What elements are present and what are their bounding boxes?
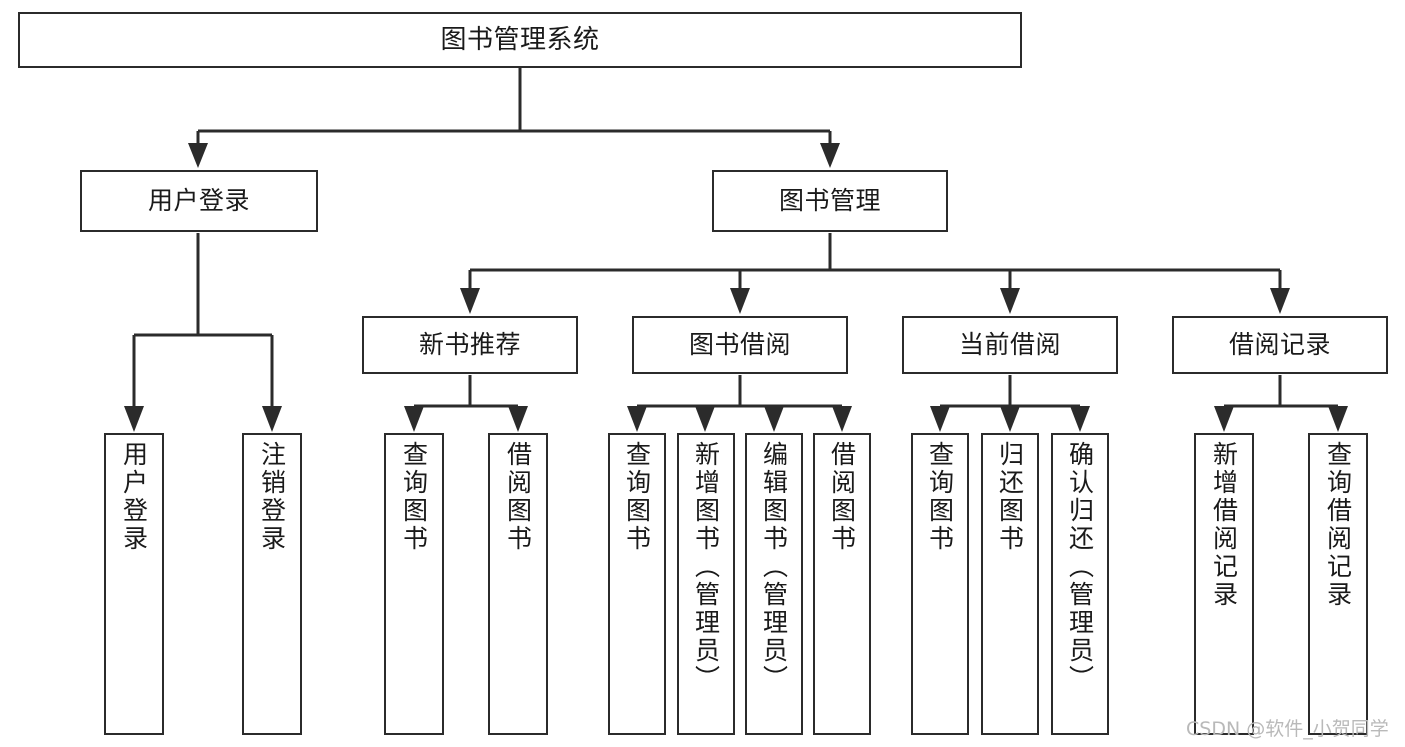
- leaf-cb-confirm-return-admin[interactable]: 确认归还（管理员）: [1051, 433, 1109, 735]
- leaf-bb-edit-book-admin-label: 编辑图书（管理员）: [759, 441, 789, 693]
- node-current-borrow-label: 当前借阅: [958, 330, 1061, 360]
- leaf-logout-label: 注销登录: [257, 441, 287, 553]
- leaf-nb-borrow-book[interactable]: 借阅图书: [488, 433, 548, 735]
- node-current-borrow[interactable]: 当前借阅: [902, 316, 1118, 374]
- node-user-login-label: 用户登录: [147, 186, 250, 216]
- leaf-cb-return-book[interactable]: 归还图书: [981, 433, 1039, 735]
- node-borrow-record-label: 借阅记录: [1228, 330, 1331, 360]
- leaf-user-login[interactable]: 用户登录: [104, 433, 164, 735]
- leaf-nb-query-book[interactable]: 查询图书: [384, 433, 444, 735]
- node-root-book-management-system[interactable]: 图书管理系统: [18, 12, 1022, 68]
- node-root-label: 图书管理系统: [440, 24, 600, 55]
- node-user-login[interactable]: 用户登录: [80, 170, 318, 232]
- node-book-management[interactable]: 图书管理: [712, 170, 948, 232]
- leaf-bb-query-book[interactable]: 查询图书: [608, 433, 666, 735]
- leaf-logout[interactable]: 注销登录: [242, 433, 302, 735]
- leaf-nb-query-book-label: 查询图书: [399, 441, 429, 553]
- leaf-br-add-record[interactable]: 新增借阅记录: [1194, 433, 1254, 735]
- node-book-management-label: 图书管理: [778, 186, 881, 216]
- leaf-user-login-label: 用户登录: [119, 441, 149, 553]
- leaf-br-query-record-label: 查询借阅记录: [1323, 441, 1353, 609]
- node-new-book-recommend[interactable]: 新书推荐: [362, 316, 578, 374]
- leaf-cb-query-book-label: 查询图书: [925, 441, 955, 553]
- leaf-bb-borrow-book[interactable]: 借阅图书: [813, 433, 871, 735]
- node-borrow-record[interactable]: 借阅记录: [1172, 316, 1388, 374]
- leaf-cb-confirm-return-admin-label: 确认归还（管理员）: [1065, 441, 1095, 693]
- leaf-br-add-record-label: 新增借阅记录: [1209, 441, 1239, 609]
- leaf-br-query-record[interactable]: 查询借阅记录: [1308, 433, 1368, 735]
- node-book-borrow[interactable]: 图书借阅: [632, 316, 848, 374]
- leaf-cb-return-book-label: 归还图书: [995, 441, 1025, 553]
- leaf-nb-borrow-book-label: 借阅图书: [503, 441, 533, 553]
- leaf-bb-borrow-book-label: 借阅图书: [827, 441, 857, 553]
- leaf-bb-query-book-label: 查询图书: [622, 441, 652, 553]
- leaf-cb-query-book[interactable]: 查询图书: [911, 433, 969, 735]
- node-book-borrow-label: 图书借阅: [688, 330, 791, 360]
- arrowheads: [124, 143, 1348, 432]
- leaf-bb-edit-book-admin[interactable]: 编辑图书（管理员）: [745, 433, 803, 735]
- leaf-bb-add-book-admin-label: 新增图书（管理员）: [691, 441, 721, 693]
- node-new-book-recommend-label: 新书推荐: [418, 330, 521, 360]
- leaf-bb-add-book-admin[interactable]: 新增图书（管理员）: [677, 433, 735, 735]
